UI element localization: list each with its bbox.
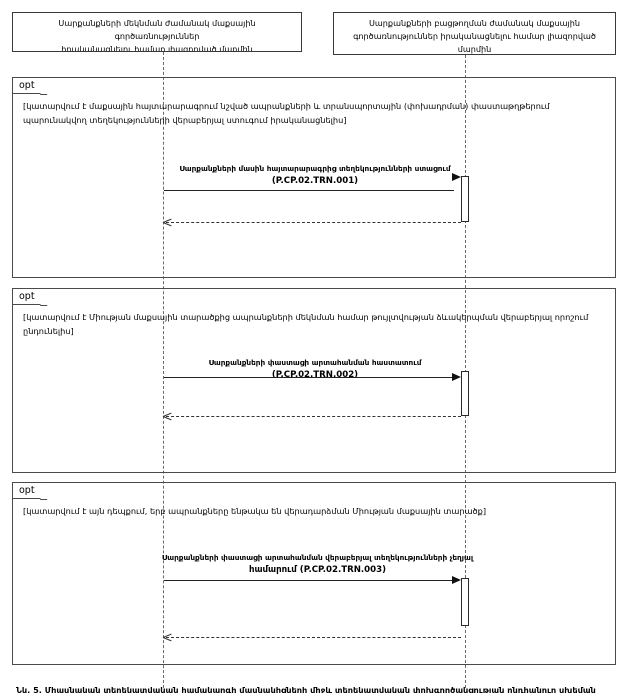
message-2-reply-arrow[interactable] xyxy=(166,416,461,417)
message-2-arrowhead-icon xyxy=(452,373,461,381)
opt-fragment-2-operator-label: opt xyxy=(13,289,47,305)
message-2-code: (P.CP.02.TRN.002) xyxy=(271,370,359,380)
activation-bar-1 xyxy=(461,176,469,222)
opt-fragment-1-guard: [կատարվում է մաքսային հայտարարագրում նշվ… xyxy=(23,101,550,125)
activation-bar-3 xyxy=(461,578,469,626)
message-2-reply-arrowhead-icon xyxy=(163,412,171,420)
message-1-reply-arrowhead-icon xyxy=(163,218,171,226)
figure-caption: Նկ. 5. Միասնական տեղեկատվական համակարգի … xyxy=(16,685,596,693)
participant-release-authority-line2: գործառնություններ իրականացնելու համար լի… xyxy=(353,31,596,41)
opt-fragment-2-guard: [կատարվում է Միության մաքսային տարածքից … xyxy=(23,312,589,336)
message-1-code: (P.CP.02.TRN.001) xyxy=(271,176,359,186)
message-1-arrowhead-icon xyxy=(452,173,461,181)
message-3-call-arrow[interactable] xyxy=(164,580,454,581)
message-2-name: Սարքանքների փաստացի արտահանման հաստատում xyxy=(208,358,422,367)
message-1-reply-arrow[interactable] xyxy=(166,222,461,223)
participant-departure-authority-line2: իրականացնելու համար լիազորված մարմին xyxy=(61,44,253,52)
participant-release-authority[interactable]: Սարքանքների բացթողման ժամանակ մաքսային գ… xyxy=(333,12,616,55)
participant-release-authority-line1: Սարքանքների բացթողման ժամանակ մաքսային xyxy=(368,18,580,28)
opt-fragment-2[interactable]: opt [կատարվում է Միության մաքսային տարած… xyxy=(12,288,616,473)
message-3-reply-arrow[interactable] xyxy=(166,637,461,638)
lifeline-departure-authority xyxy=(163,52,164,688)
participant-release-authority-line3: մարմին xyxy=(457,44,492,54)
opt-fragment-1[interactable]: opt [կատարվում է մաքսային հայտարարագրում… xyxy=(12,77,616,278)
opt-fragment-1-operator-label: opt xyxy=(13,78,47,94)
participant-departure-authority-line1: Սարքանքների մեկնման ժամանակ մաքսային գոր… xyxy=(58,18,256,41)
message-1-name: Սարքանքների մասին հայտարարագրից տեղեկութ… xyxy=(179,164,451,173)
opt-fragment-3-operator-label: opt xyxy=(13,483,47,499)
message-3-reply-arrowhead-icon xyxy=(163,633,171,641)
activation-bar-2 xyxy=(461,371,469,416)
message-3-arrowhead-icon xyxy=(452,576,461,584)
message-1-call-arrow[interactable] xyxy=(164,190,454,191)
message-3-code: համարում (P.CP.02.TRN.003) xyxy=(248,565,387,575)
opt-fragment-3-guard: [կատարվում է այն դեպքում, երբ ապրանքները… xyxy=(23,506,487,516)
message-3-name: Սարքանքների փաստացի արտահանման վերաբերյա… xyxy=(161,553,474,562)
participant-departure-authority[interactable]: Սարքանքների մեկնման ժամանակ մաքսային գոր… xyxy=(12,12,302,52)
message-2-call-arrow[interactable] xyxy=(164,377,454,378)
opt-fragment-3[interactable]: opt [կատարվում է այն դեպքում, երբ ապրանք… xyxy=(12,482,616,665)
